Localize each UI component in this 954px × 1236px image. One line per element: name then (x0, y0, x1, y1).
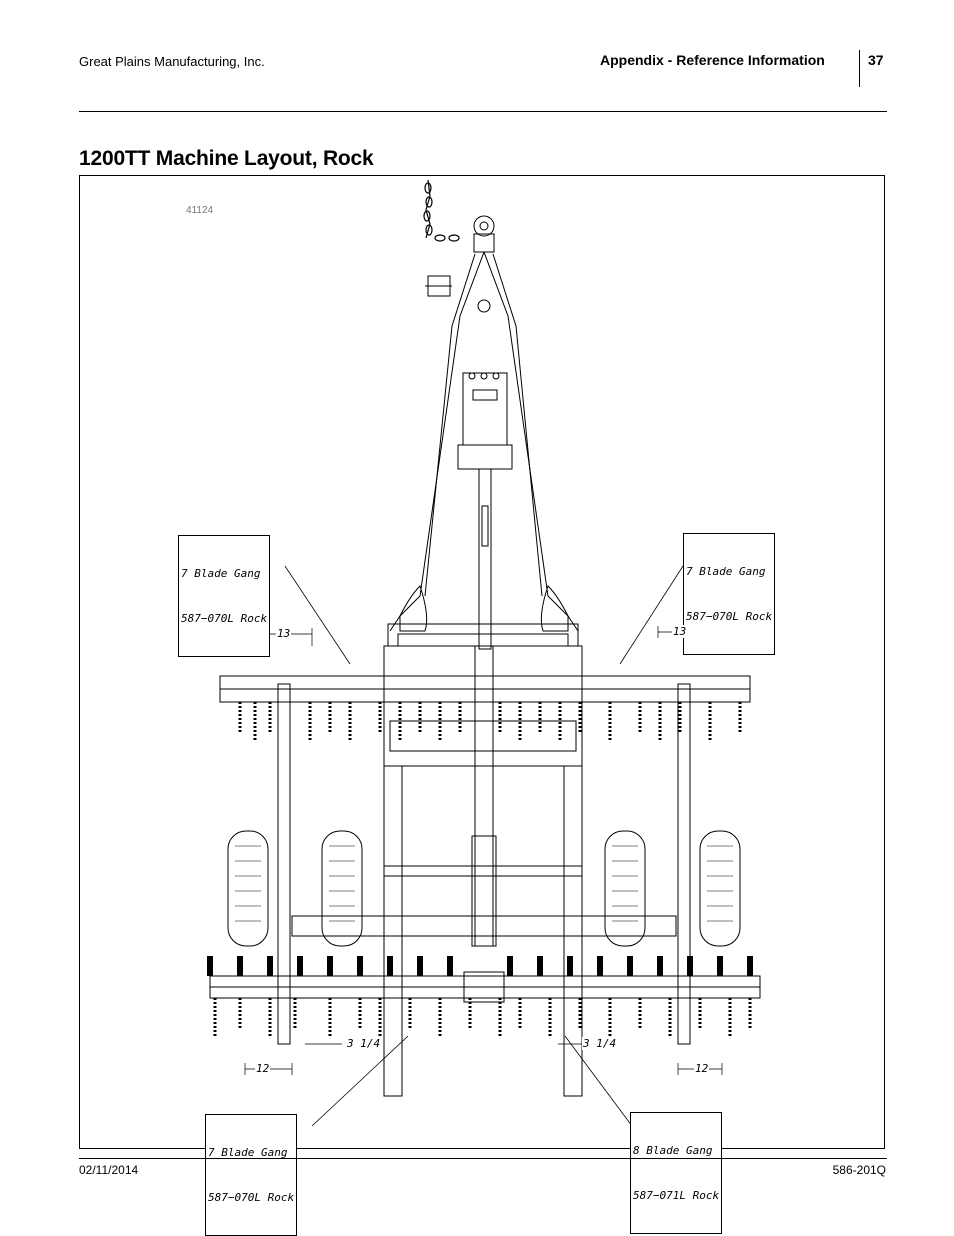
header-rule (79, 111, 887, 112)
callout-line: 587−070L Rock (181, 612, 268, 625)
callout-top-right: 7 Blade Gang 587−070L Rock (683, 533, 776, 655)
machine-layout-drawing (207, 179, 761, 1127)
header-divider (859, 50, 860, 87)
rear-gang-blades (207, 956, 753, 1038)
wheels-right (604, 830, 741, 947)
footer-date: 02/11/2014 (79, 1163, 139, 1177)
callout-top-left: 7 Blade Gang 587−070L Rock (178, 535, 271, 657)
dimension-label: 3 1/4 (346, 1037, 382, 1050)
figure-frame: 41124 7 Blade Gang 587−070L Rock 7 Blade… (79, 175, 885, 1236)
front-gang-blades (238, 702, 742, 742)
page-number: 37 (868, 52, 884, 68)
page-title: 1200TT Machine Layout, Rock (79, 147, 374, 170)
footer-rule (79, 1158, 887, 1159)
figure-number: 41124 (186, 205, 214, 216)
dimension-label: 12 (255, 1062, 271, 1075)
callout-line: 8 Blade Gang (633, 1144, 713, 1157)
company-name: Great Plains Manufacturing, Inc. (79, 54, 265, 69)
callout-bottom-left: 7 Blade Gang 587−070L Rock (205, 1114, 298, 1236)
wheels-left (227, 830, 363, 947)
callout-line: 587−070L Rock (208, 1191, 295, 1204)
section-title: Appendix - Reference Information (600, 52, 825, 68)
dimension-label: 3 1/4 (582, 1037, 618, 1050)
callout-line: 587−071L Rock (633, 1189, 720, 1202)
dimension-label: 12 (694, 1062, 710, 1075)
dimension-label: 13 (276, 627, 292, 640)
callout-line: 7 Blade Gang (181, 567, 261, 580)
callout-line: 587−070L Rock (686, 610, 773, 623)
dimension-label: 13 (672, 625, 688, 638)
footer-doc-number: 586-201Q (832, 1163, 886, 1177)
callout-line: 7 Blade Gang (686, 565, 766, 578)
callout-bottom-right: 8 Blade Gang 587−071L Rock (630, 1112, 723, 1234)
callout-line: 7 Blade Gang (208, 1146, 288, 1159)
hitch-chain (423, 179, 460, 242)
